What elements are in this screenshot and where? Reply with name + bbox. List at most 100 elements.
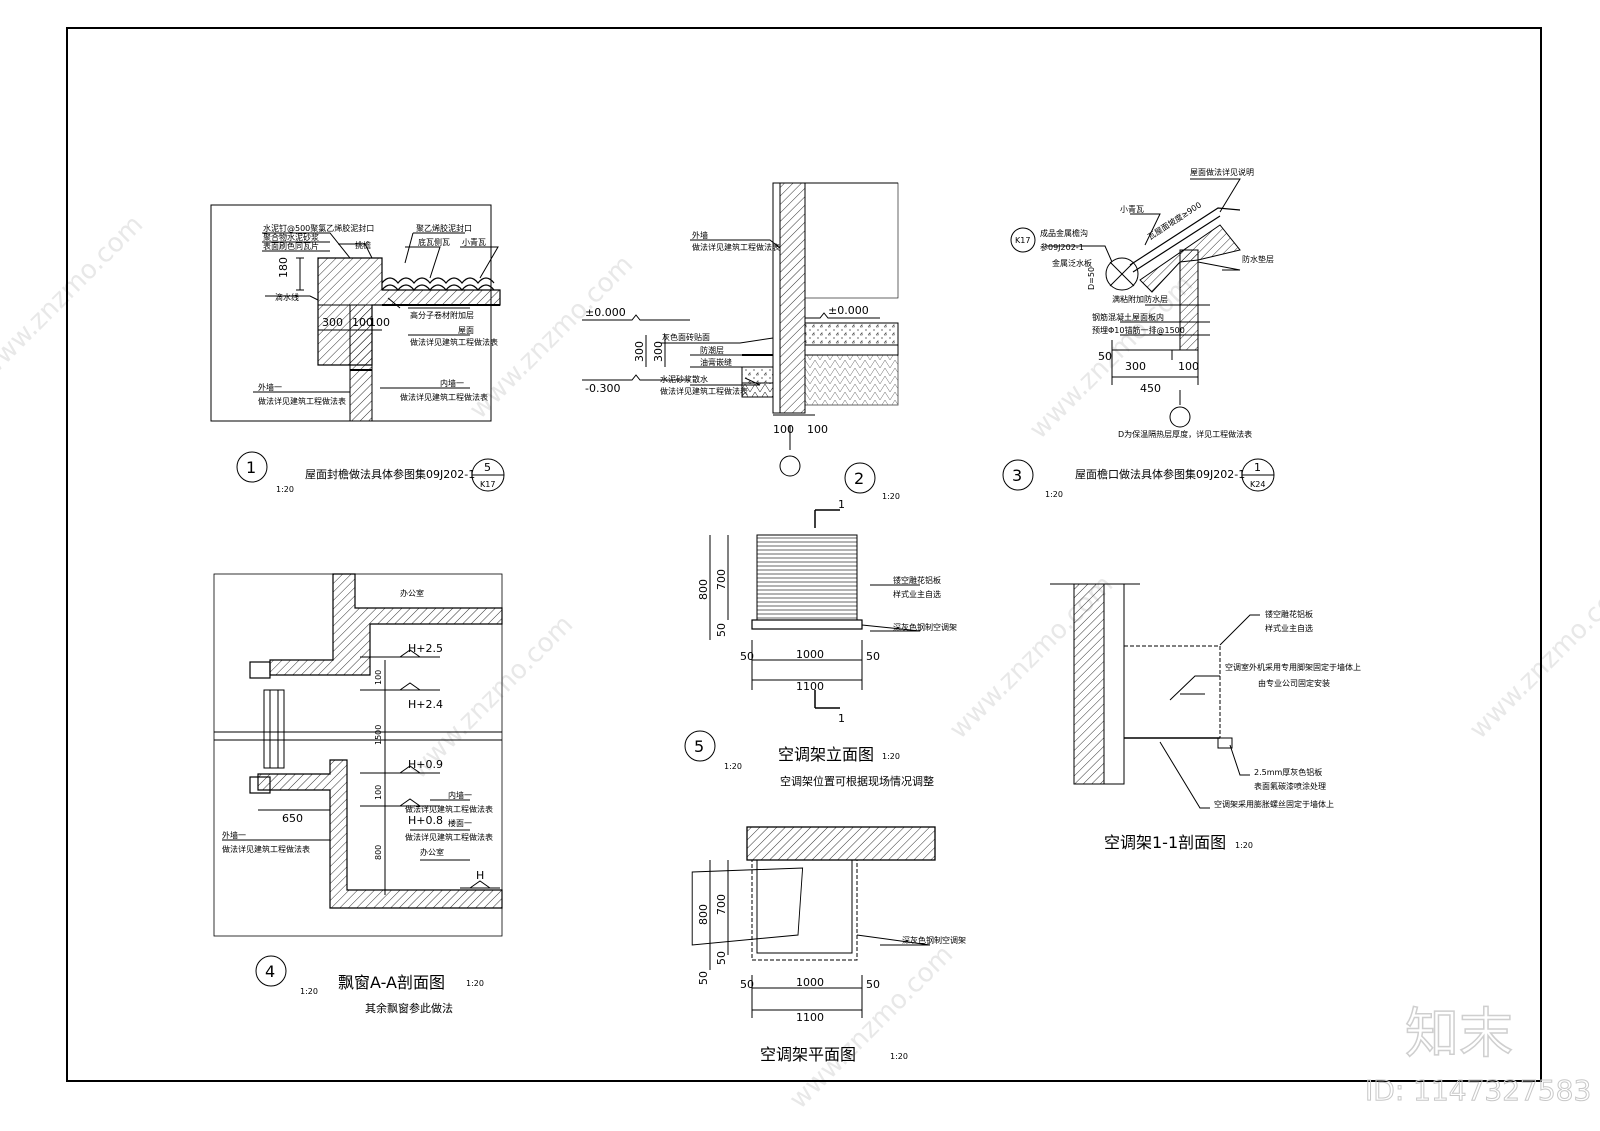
d4-dim: 100 (374, 670, 383, 685)
d1-note: 屋面 (458, 326, 474, 335)
d4-level: H+2.5 (408, 642, 443, 655)
d3-slope: 瓦屋面坡度≥900 (1146, 200, 1203, 242)
d4-index-circle (255, 955, 287, 987)
plan-dim: 1100 (796, 1011, 824, 1024)
d3-dim: 50 (1098, 350, 1112, 363)
d5-dim: 50 (740, 650, 754, 663)
d1-ref-bot: K17 (480, 480, 495, 489)
detail-2 (582, 182, 899, 477)
d2-scale: 1:20 (882, 492, 900, 501)
d3-title: 屋面檐口做法具体参图集09J202-1 (1075, 467, 1245, 481)
plan-dim: 1000 (796, 976, 824, 989)
d2-note: 做法详见建筑工程做法表 (692, 242, 780, 252)
detail-5 (709, 509, 921, 709)
d5-dim: 800 (697, 579, 710, 600)
d1-note: 表面刷色同瓦片 (263, 241, 319, 251)
d3-dim: 100 (1178, 360, 1199, 373)
d3-dim: 300 (1125, 360, 1146, 373)
plan-dim: 50 (715, 951, 728, 965)
detail-2-text: 外墙 做法详见建筑工程做法表 灰色面砖贴面 防潮层 油膏嵌缝 水泥砂浆散水 做法… (585, 230, 900, 501)
detail-4 (213, 573, 503, 937)
d5-note: 镂空雕花铝板 (893, 575, 941, 585)
d1-dim: 100 (369, 316, 390, 329)
d1-title: 屋面封檐做法具体参图集09J202-1 (305, 467, 475, 481)
detail-5-text: 镂空雕花铝板 样式业主自选 深灰色钢制空调架 800 700 50 50 100… (684, 498, 957, 788)
brand-watermark: 知末 (1405, 1002, 1513, 1065)
d4-note: 做法详见建筑工程做法表 (405, 832, 493, 842)
d3-note: 金属泛水板 (1052, 258, 1092, 268)
d5-note: 样式业主自选 (893, 589, 941, 599)
d2-note: 做法详见建筑工程做法表 (660, 386, 748, 396)
d1-note: 聚合物水泥砂浆 (263, 232, 319, 242)
plan-note: 深灰色钢制空调架 (902, 935, 966, 945)
d4-level: H+0.8 (408, 814, 443, 827)
plan-dim: 50 (697, 971, 710, 985)
plan-dim: 50 (866, 978, 880, 991)
watermark-text: www.znzmo.com (1464, 570, 1600, 745)
d4-sub: 其余飘窗参此做法 (365, 1001, 453, 1015)
d2-note: 水泥砂浆散水 (660, 374, 708, 384)
d2-dim: 300 (652, 341, 665, 362)
d4-level: H+2.4 (408, 698, 443, 711)
d4-num: 4 (265, 962, 275, 981)
d2-dim: 100 (807, 423, 828, 436)
d1-note: 高分子卷材附加层 (410, 310, 474, 320)
plan-dim: 700 (715, 894, 728, 915)
d3-note: 成品金属檐沟 (1040, 228, 1088, 238)
d4-note: 做法详见建筑工程做法表 (222, 844, 310, 854)
d3-ref-top: 1 (1254, 461, 1261, 474)
d2-note: 油膏嵌缝 (700, 357, 732, 367)
d1-note: 聚乙烯胶泥封口 (416, 223, 472, 233)
d4-note: 办公室 (400, 588, 424, 598)
plan-dim: 800 (697, 904, 710, 925)
d1-note: 底瓦侧瓦 (418, 237, 450, 247)
d4-title: 飘窗A-A剖面图 (338, 973, 445, 992)
watermark-text: www.znzmo.com (784, 940, 959, 1115)
sec-note: 镂空雕花铝板 (1265, 609, 1313, 619)
d4-note: 外墙一 (222, 830, 246, 840)
d4-scale: 1:20 (466, 979, 484, 988)
sec-note: 样式业主自选 (1265, 623, 1313, 633)
d5-dim: 50 (866, 650, 880, 663)
d1-note: 外墙一 (258, 382, 282, 392)
d4-dim: 650 (282, 812, 303, 825)
d1-note: 做法详见建筑工程做法表 (400, 392, 488, 402)
plan-title: 空调架平面图 (760, 1045, 856, 1064)
d3-index-circle (1002, 459, 1034, 491)
d4-dim: 1500 (374, 725, 383, 745)
d5-num: 5 (694, 737, 704, 756)
d3-dim: 450 (1140, 382, 1161, 395)
d2-level: -0.300 (585, 382, 620, 395)
d3-dim: D=50 (1087, 267, 1096, 290)
d3-callout: K17 (1015, 236, 1030, 245)
d3-note: D为保温隔热层厚度，详见工程做法表 (1118, 429, 1252, 439)
d2-index-circle (844, 462, 876, 494)
d3-num: 3 (1012, 466, 1022, 485)
sec-note: 表面氟碳漆喷涂处理 (1254, 781, 1326, 791)
d1-note: 水泥钉@500聚氯乙烯胶泥封口 (263, 223, 374, 233)
d2-num: 2 (854, 469, 864, 488)
d3-note: 钢筋混凝土屋面板内 (1092, 312, 1164, 322)
d5-sub: 空调架位置可根据现场情况调整 (780, 774, 934, 788)
section-1-1-text: 镂空雕花铝板 样式业主自选 空调室外机采用专用脚架固定于墙体上 由专业公司固定安… (1104, 609, 1361, 852)
d2-level: ±0.000 (585, 306, 626, 319)
d1-dim: 100 (352, 316, 373, 329)
d1-index-circle (236, 451, 268, 483)
detail-4-text: 办公室 外墙一 做法详见建筑工程做法表 内墙一 做法详见建筑工程做法表 楼面一 … (222, 588, 493, 1015)
d3-scale: 1:20 (1045, 490, 1063, 499)
d3-note: 屋面做法详见说明 (1190, 167, 1254, 177)
d5-dim: 50 (715, 623, 728, 637)
d2-note: 灰色面砖贴面 (662, 332, 710, 342)
d5-dim: 1000 (796, 648, 824, 661)
plan-view (691, 826, 936, 1018)
d5-dim: 1100 (796, 680, 824, 693)
d5-dim: 700 (715, 569, 728, 590)
d4-scale: 1:20 (300, 987, 318, 996)
sec-note: 由专业公司固定安装 (1258, 678, 1330, 688)
sec-title: 空调架1-1剖面图 (1104, 833, 1226, 852)
d1-note: 小青瓦 (462, 237, 486, 247)
detail-3-text: 成品金属檐沟 参09J202-1 金属泛水板 小青瓦 屋面做法详见说明 防水垫层… (1002, 167, 1275, 499)
sec-scale: 1:20 (1235, 841, 1253, 850)
sec-note: 2.5mm厚灰色铝板 (1254, 767, 1322, 777)
